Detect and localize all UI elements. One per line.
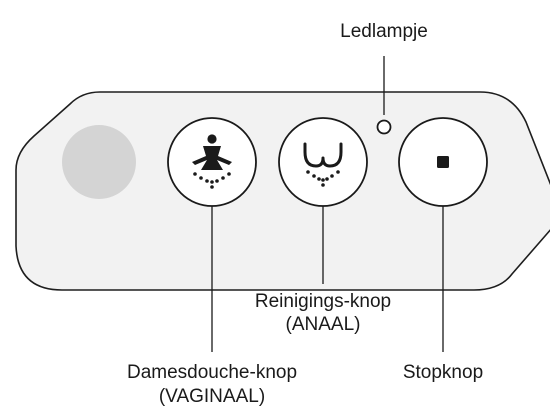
sensor-circle (62, 125, 136, 199)
cleaning-label-line2: (ANAAL) (286, 314, 361, 335)
led-label: Ledlampje (340, 21, 428, 42)
stop-square-icon (437, 156, 449, 168)
ladies-label-line2: (VAGINAAL) (159, 386, 265, 407)
stop-label: Stopknop (403, 362, 483, 383)
buttocks-spray-icon (303, 142, 343, 187)
woman-spray-icon (192, 134, 232, 189)
ladies-wash-button[interactable] (167, 117, 257, 207)
stop-button[interactable] (398, 117, 488, 207)
led-indicator (376, 119, 392, 135)
cleaning-button[interactable] (278, 117, 368, 207)
cleaning-label-line1: Reinigings-knop (255, 291, 391, 312)
ladies-label-line1: Damesdouche-knop (127, 362, 297, 383)
